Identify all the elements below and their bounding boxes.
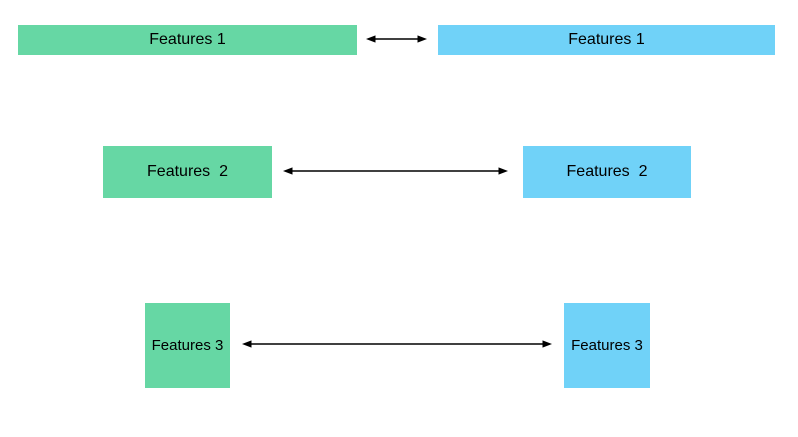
feature-box-blue-2: Features 2 [523,146,691,198]
arrowhead-left-icon [242,340,252,348]
feature-box-blue-1: Features 1 [438,25,775,55]
feature-box-label: Features 1 [568,31,645,48]
feature-box-blue-3: Features 3 [564,303,650,388]
bidirectional-arrow-3 [242,340,552,348]
feature-box-label: Features 1 [149,31,226,48]
feature-box-green-3: Features 3 [145,303,230,388]
arrowhead-right-icon [498,167,508,175]
arrowhead-left-icon [366,35,376,43]
feature-box-label: Features 2 [147,163,228,180]
feature-box-green-1: Features 1 [18,25,357,55]
feature-box-label: Features 3 [571,337,643,354]
arrowhead-right-icon [417,35,427,43]
arrowhead-left-icon [283,167,293,175]
arrowhead-right-icon [542,340,552,348]
feature-box-label: Features 2 [566,163,648,180]
bidirectional-arrow-2 [283,167,508,175]
feature-box-green-2: Features 2 [103,146,272,198]
feature-box-label: Features 3 [151,337,224,354]
bidirectional-arrow-1 [366,35,427,43]
